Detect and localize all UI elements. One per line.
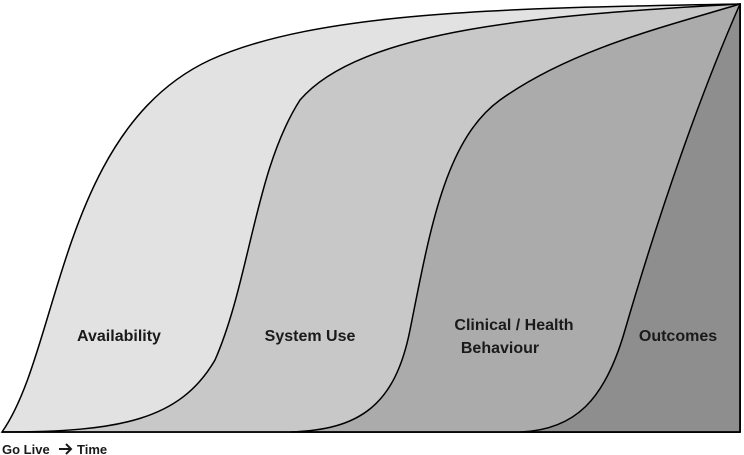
clinical-health-label: Clinical / Health bbox=[454, 317, 573, 334]
availability-label: Availability bbox=[77, 328, 161, 345]
go-live-label: Go Live bbox=[2, 442, 50, 455]
behaviour-label: Behaviour bbox=[461, 340, 539, 357]
outcomes-curve bbox=[519, 3, 741, 433]
outcomes-label: Outcomes bbox=[639, 328, 717, 345]
time-label: Time bbox=[77, 442, 107, 455]
system-use-label: System Use bbox=[265, 328, 356, 345]
right-arrow-icon bbox=[59, 443, 73, 455]
